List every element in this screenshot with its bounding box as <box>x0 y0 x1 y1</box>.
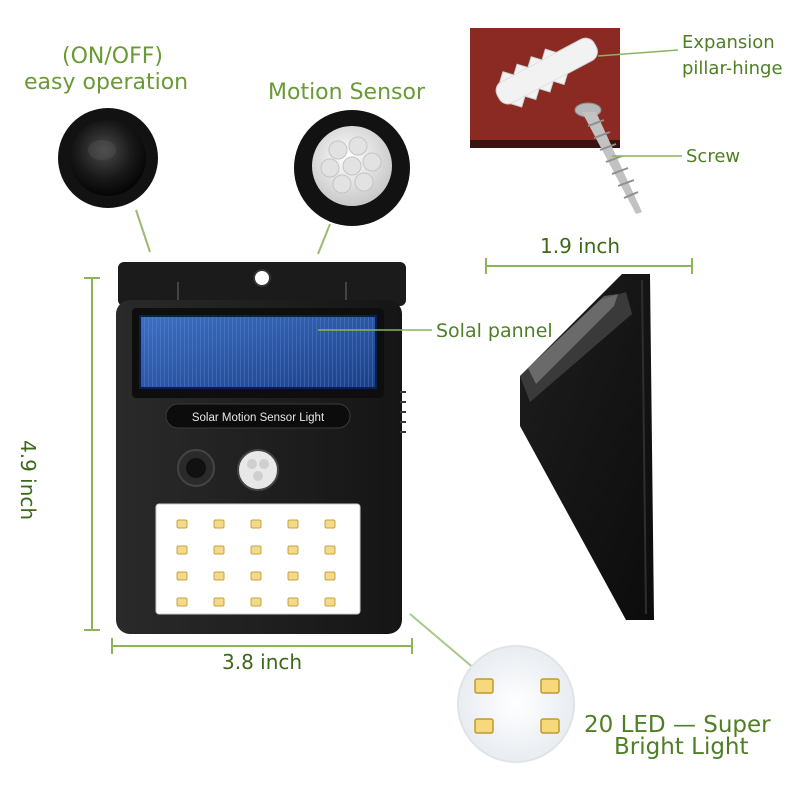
led-label-line2: Bright Light <box>614 734 749 760</box>
switch-label-line1: (ON/OFF) <box>62 44 163 69</box>
zoom-led-chip <box>540 718 560 734</box>
switch-closeup <box>58 108 158 253</box>
led-chip <box>213 545 225 555</box>
front-sensor-windows <box>177 449 279 491</box>
zoom-led-chip <box>474 718 494 734</box>
led-label-line1: 20 LED — Super <box>584 712 771 738</box>
led-chip <box>250 571 262 581</box>
side-width-label: 1.9 inch <box>540 234 621 258</box>
side-width-dimension <box>485 258 693 274</box>
width-label: 3.8 inch <box>222 650 303 674</box>
height-dimension <box>84 277 100 631</box>
screw-label: Screw <box>686 146 741 167</box>
led-chip <box>176 571 188 581</box>
led-chip <box>213 597 225 607</box>
front-label-text: Solar Motion Sensor Light <box>192 412 325 424</box>
led-chip <box>324 519 336 529</box>
led-chip <box>250 519 262 529</box>
led-chip <box>324 571 336 581</box>
width-dimension <box>111 638 413 654</box>
zoom-led-chip <box>540 678 560 694</box>
led-chip <box>176 545 188 555</box>
led-chip <box>287 597 299 607</box>
solar-panel-label: Solal pannel <box>436 320 553 342</box>
led-chip <box>176 597 188 607</box>
led-chip <box>287 519 299 529</box>
zoom-led-chip <box>474 678 494 694</box>
front-label-badge: Solar Motion Sensor Light <box>165 403 351 429</box>
motion-sensor-closeup <box>294 110 410 255</box>
led-chip <box>287 545 299 555</box>
led-chip <box>287 571 299 581</box>
led-chip <box>213 519 225 529</box>
zoom-callout-line <box>409 613 477 671</box>
motion-sensor-label: Motion Sensor <box>268 80 425 105</box>
expansion-label-line1: Expansion <box>682 32 775 53</box>
led-chip <box>213 571 225 581</box>
mounting-hardware <box>470 28 642 214</box>
expansion-callout-line <box>597 49 679 57</box>
led-panel <box>155 503 361 615</box>
led-chip <box>176 519 188 529</box>
switch-label-line2: easy operation <box>24 70 189 95</box>
led-chip <box>324 545 336 555</box>
led-chip <box>250 597 262 607</box>
expansion-label-line2: pillar-hinge <box>682 58 783 79</box>
led-chip <box>250 545 262 555</box>
light-side-view <box>520 274 654 620</box>
led-chip <box>324 597 336 607</box>
led-zoom-circle <box>457 645 575 763</box>
